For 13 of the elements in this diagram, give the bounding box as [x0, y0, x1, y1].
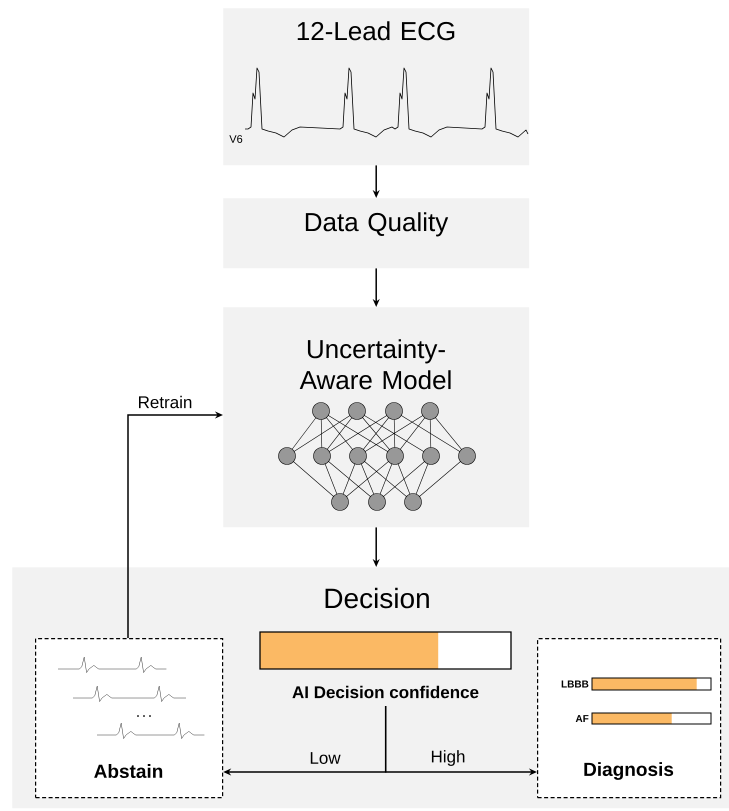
class-bar: LBBB	[562, 678, 712, 690]
confidence-bar: AI Decision confidence	[259, 631, 512, 698]
node-label: AF	[576, 715, 588, 722]
lead-label: V6	[229, 135, 242, 143]
node-label: AI Decision confidence	[292, 686, 478, 698]
process-box: Data Quality	[223, 198, 530, 268]
abstain-box: Abstain	[35, 638, 224, 798]
edge-label: High	[430, 749, 466, 767]
class-bar: AF	[576, 712, 712, 724]
edge-label: Low	[308, 751, 342, 765]
node-label: LBBB	[562, 680, 588, 688]
edge-label: Retrain	[136, 394, 194, 410]
model-box: Uncertainty-Aware Model	[223, 307, 530, 528]
